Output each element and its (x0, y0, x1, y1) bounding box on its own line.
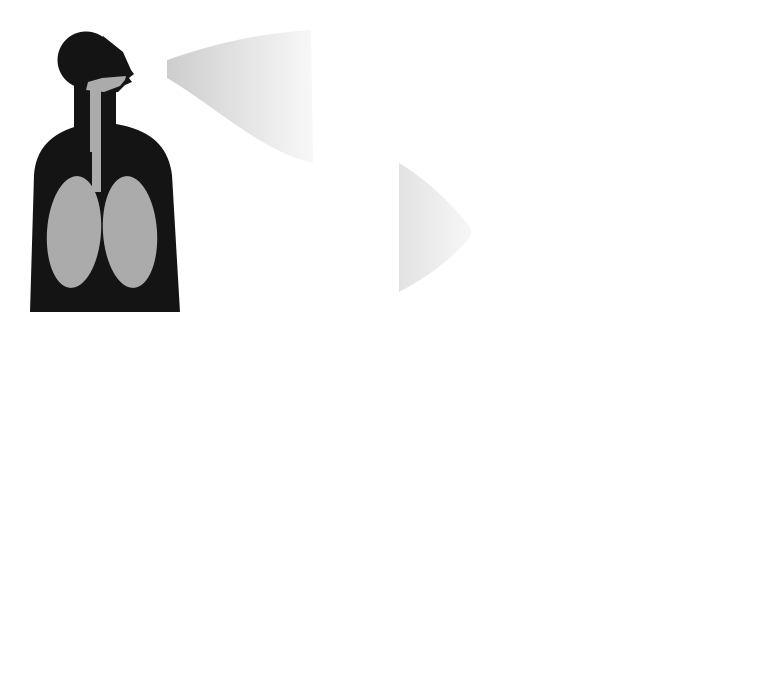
human-silhouette (30, 31, 180, 312)
diversity-cone (399, 163, 472, 292)
sample-spray-cone (167, 30, 313, 163)
